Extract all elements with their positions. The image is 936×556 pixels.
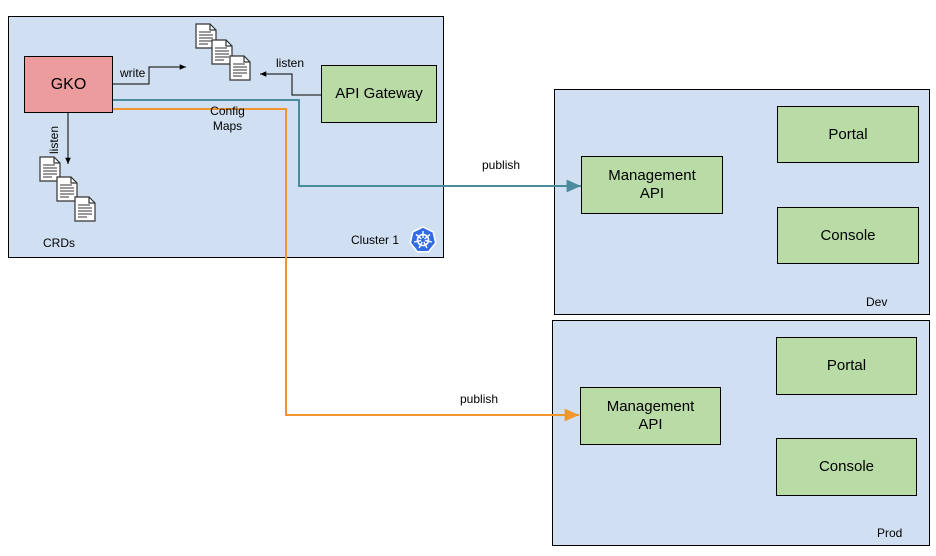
- dev-console-box[interactable]: Console: [777, 207, 919, 264]
- gko-label: GKO: [50, 75, 87, 93]
- dev-publish-label: publish: [482, 158, 521, 172]
- gko-box[interactable]: GKO: [24, 56, 113, 113]
- publish-dev-arrow: [113, 99, 581, 193]
- kubernetes-icon: [409, 226, 437, 253]
- prod-portal-label: Portal: [826, 357, 867, 374]
- prod-label: Prod: [877, 526, 903, 540]
- prod-management-api-label: Management API: [606, 398, 695, 433]
- dev-console-label: Console: [820, 226, 876, 244]
- prod-console-label: Console: [818, 458, 875, 475]
- gateway-listen-arrow: [260, 71, 321, 96]
- dev-portal-label: Portal: [828, 125, 868, 143]
- api-gateway-box[interactable]: API Gateway: [321, 65, 437, 123]
- dev-management-api-label: Management API: [608, 167, 696, 202]
- dev-label: Dev: [866, 295, 888, 309]
- api-gateway-label: API Gateway: [335, 85, 423, 102]
- config-maps-documents-icon: [195, 23, 251, 81]
- gateway-listen-label: listen: [276, 56, 305, 70]
- prod-publish-label: publish: [460, 392, 499, 406]
- crds-documents-icon: [39, 156, 96, 222]
- cluster-1-label: Cluster 1: [351, 233, 400, 247]
- prod-console-box[interactable]: Console: [776, 438, 917, 496]
- crds-label: CRDs: [43, 236, 75, 250]
- prod-management-api-box[interactable]: Management API: [580, 387, 721, 445]
- config-maps-label: Config Maps: [210, 104, 245, 133]
- write-arrow: [113, 64, 186, 85]
- dev-management-api-box[interactable]: Management API: [581, 156, 723, 214]
- crds-listen-label: listen: [47, 125, 62, 155]
- prod-portal-box[interactable]: Portal: [776, 337, 917, 395]
- publish-prod-arrow: [113, 108, 579, 422]
- write-label: write: [120, 66, 146, 80]
- dev-portal-box[interactable]: Portal: [777, 106, 919, 163]
